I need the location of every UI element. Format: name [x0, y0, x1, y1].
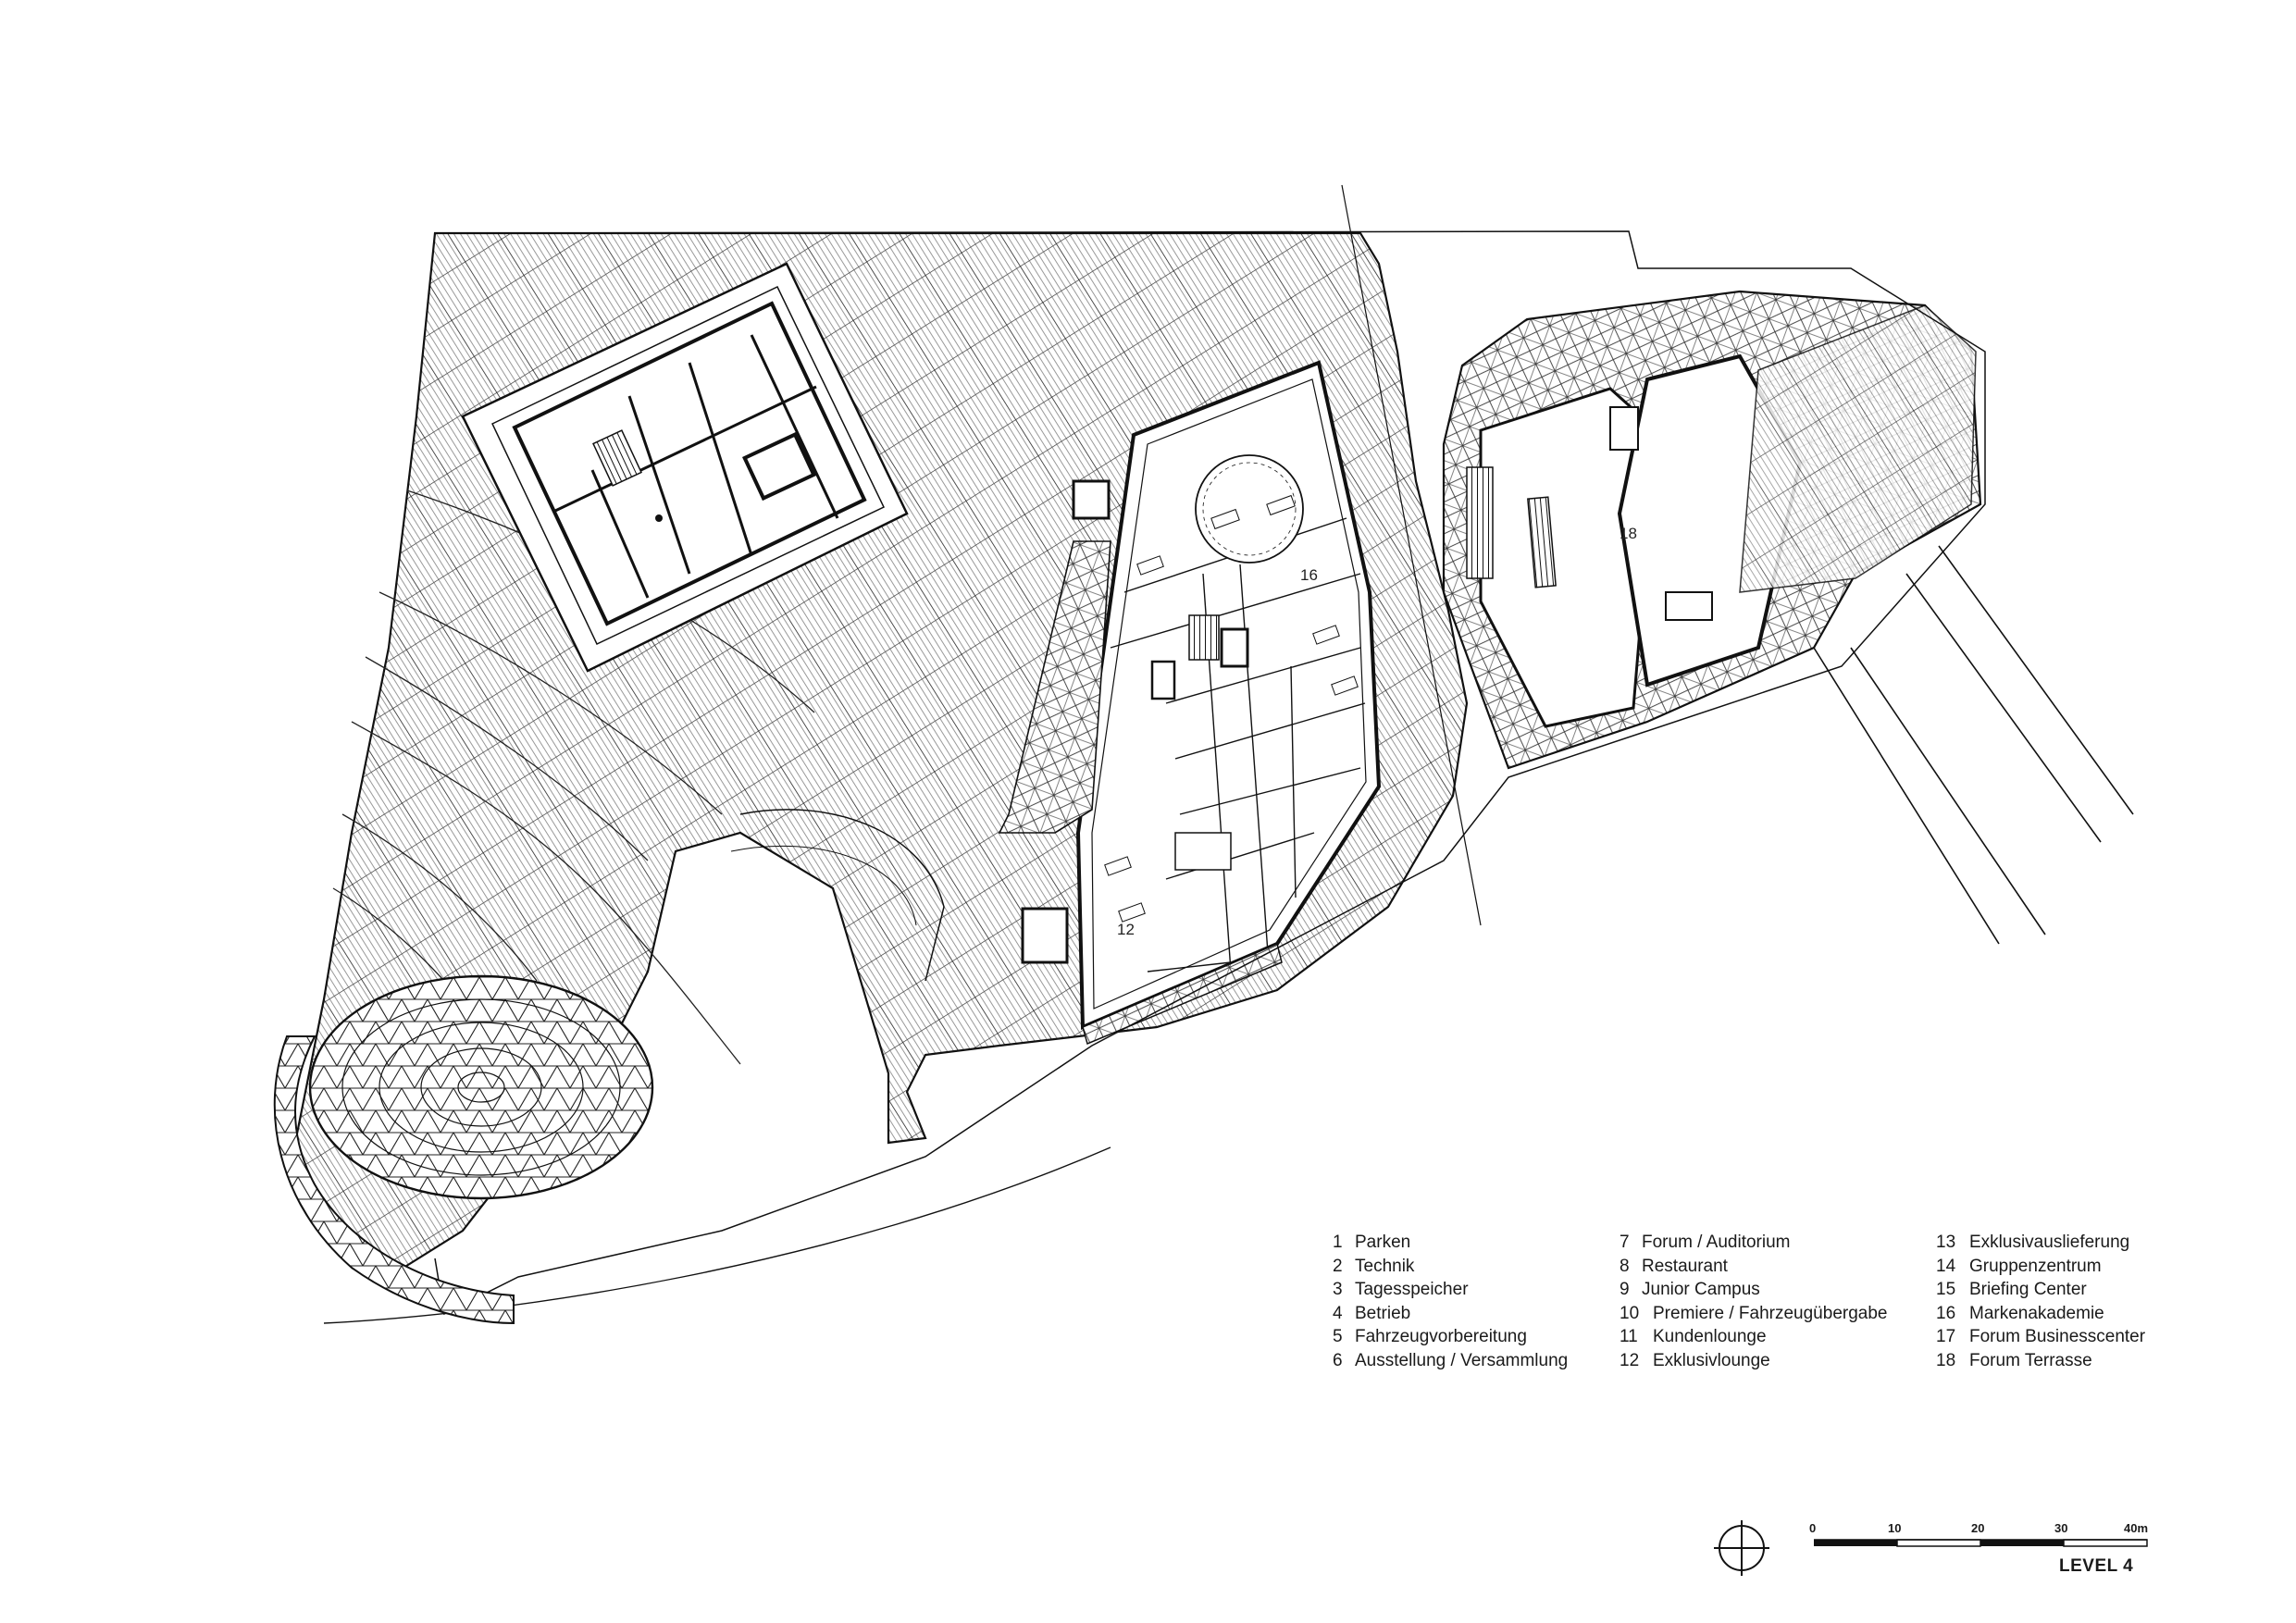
double-cone	[273, 974, 654, 1325]
scale-tick-label: 30	[2054, 1521, 2068, 1535]
site-outline	[434, 230, 1986, 1316]
building-block-1	[461, 262, 909, 673]
scale-bar	[1814, 1539, 2148, 1547]
north-arrow-icon	[1714, 1520, 1769, 1576]
room-label-16: 16	[1300, 566, 1318, 584]
room-label-18: 18	[1620, 525, 1637, 542]
axis-line	[1341, 184, 1482, 926]
plaza-arc-inner	[730, 845, 917, 926]
road-curve	[323, 1146, 1111, 1324]
scale-tick-label: 0	[1809, 1521, 1817, 1535]
scale-tick-label: 40m	[2124, 1521, 2149, 1535]
level-title: LEVEL 4	[2059, 1556, 2134, 1576]
room-label-12: 12	[1117, 921, 1135, 938]
building-central	[1075, 360, 1382, 1046]
scale-tick-label: 20	[1971, 1521, 1985, 1535]
plaza-arc	[739, 809, 945, 982]
access-ramp	[1813, 545, 2134, 945]
terrace-strip	[998, 540, 1111, 834]
roof-contours	[332, 489, 815, 1065]
stair-core-bottom	[1021, 907, 1069, 964]
stair-core-small	[1072, 479, 1111, 520]
scale-tick-label: 10	[1888, 1521, 1902, 1535]
building-right	[1442, 290, 1982, 770]
